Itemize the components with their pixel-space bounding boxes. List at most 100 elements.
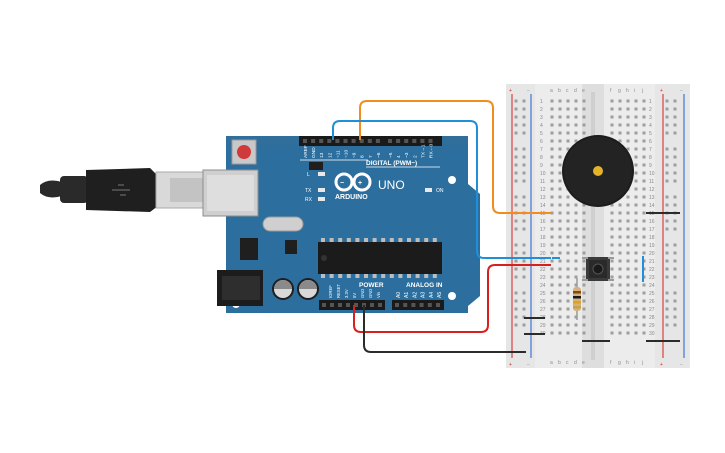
column-label: b	[558, 360, 561, 366]
arduino-logo: − + ARDUINO UNO	[334, 172, 405, 201]
row-number: 23	[649, 275, 655, 281]
row-number: 5	[540, 131, 543, 137]
row-number: 9	[649, 163, 652, 169]
digital-pin-label: 2	[412, 155, 418, 158]
power-jack	[217, 270, 263, 306]
row-number: 26	[540, 299, 546, 305]
rail-plus-left: +	[509, 88, 512, 94]
svg-text:+: +	[358, 180, 362, 187]
column-label: h	[626, 88, 629, 94]
column-label: g	[618, 88, 621, 94]
power-label: POWER	[359, 282, 384, 289]
analog-pin-label: A3	[421, 292, 427, 298]
power-pin-label: Vin	[376, 291, 381, 298]
digital-pin-label: 4	[396, 155, 402, 158]
row-number: 22	[540, 267, 546, 273]
row-number: 2	[649, 107, 652, 113]
digital-label: DIGITAL (PWM~)	[366, 160, 417, 167]
analog-pin-label: A5	[437, 292, 443, 298]
row-number: 3	[540, 115, 543, 121]
digital-pin-label: ~6	[376, 152, 382, 158]
wire-red[interactable]	[353, 264, 551, 333]
row-number: 12	[649, 187, 655, 193]
column-label: d	[574, 88, 577, 94]
model-label: UNO	[378, 178, 405, 192]
row-number: 30	[649, 331, 655, 337]
row-number: 29	[540, 323, 546, 329]
digital-pin-label: AREF	[303, 145, 309, 158]
power-pin-label: 5V	[352, 293, 357, 298]
row-number: 3	[649, 115, 652, 121]
row-number: 7	[540, 147, 543, 153]
rail-plus-right-bottom: +	[660, 362, 663, 368]
piezo-buzzer[interactable]	[562, 135, 634, 207]
reset-button[interactable]	[231, 139, 257, 165]
digital-pin-label: 12	[327, 152, 333, 158]
column-label: d	[574, 360, 577, 366]
analog-pin-label: A1	[404, 292, 410, 298]
row-number: 27	[649, 307, 655, 313]
push-button[interactable]	[582, 257, 614, 281]
analog-header	[392, 300, 444, 310]
usb-cable	[40, 168, 207, 212]
analog-pin-label: A4	[429, 292, 435, 298]
row-number: 17	[649, 227, 655, 233]
row-number: 2	[540, 107, 543, 113]
row-number: 26	[649, 299, 655, 305]
row-number: 28	[649, 315, 655, 321]
column-label: j	[641, 360, 643, 366]
rail-minus-left-bottom: −	[527, 362, 530, 368]
row-number: 5	[649, 131, 652, 137]
row-number: 24	[649, 283, 655, 289]
row-number: 6	[540, 139, 543, 145]
digital-pin-label: RX←0	[429, 144, 435, 158]
row-number: 21	[540, 259, 546, 265]
power-pin-label: RESET	[336, 284, 341, 298]
resistor[interactable]	[573, 278, 581, 320]
row-number: 14	[649, 203, 655, 209]
svg-text:−: −	[340, 180, 344, 187]
digital-pin-label: 7	[368, 155, 374, 158]
column-label: e	[582, 88, 585, 94]
row-number: 4	[649, 123, 652, 129]
row-number: 18	[540, 235, 546, 241]
on-label: ON	[436, 188, 444, 194]
wire-black[interactable]	[363, 305, 526, 353]
bottom-pin-holes	[322, 303, 440, 307]
row-number: 16	[540, 219, 546, 225]
column-label: j	[641, 88, 643, 94]
column-label: a	[550, 360, 553, 366]
column-label: i	[634, 88, 635, 94]
rail-plus-right: +	[660, 88, 663, 94]
capacitors	[272, 278, 319, 300]
digital-pin-label: ~10	[344, 150, 350, 158]
power-pin-label: GND	[368, 289, 373, 298]
row-number: 27	[540, 307, 546, 313]
brand-label: ARDUINO	[335, 194, 368, 201]
row-number: 22	[649, 267, 655, 273]
analog-label: ANALOG IN	[406, 282, 443, 289]
digital-pin-holes	[303, 139, 433, 143]
wire-orange[interactable]	[359, 100, 551, 214]
led-label-tx: TX	[305, 188, 312, 194]
led-label-l: L	[307, 172, 310, 178]
row-number: 12	[540, 187, 546, 193]
row-number: 13	[540, 195, 546, 201]
row-number: 13	[649, 195, 655, 201]
power-pin-label: 3.3V	[344, 289, 349, 298]
row-number: 25	[649, 291, 655, 297]
column-label: g	[618, 360, 621, 366]
column-label: f	[610, 360, 612, 366]
digital-pin-label: ~11	[335, 150, 341, 158]
wire-blue[interactable]	[332, 120, 551, 259]
row-number: 23	[540, 275, 546, 281]
digital-pin-label: ~9	[352, 152, 358, 158]
row-number: 18	[649, 235, 655, 241]
digital-pin-label: ~5	[388, 152, 394, 158]
